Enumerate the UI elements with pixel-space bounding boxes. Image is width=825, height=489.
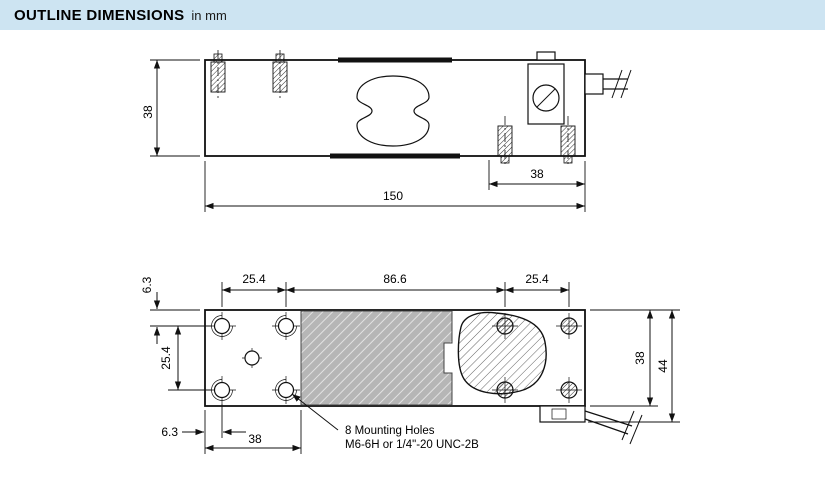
mounting-hole-4	[272, 376, 300, 404]
dim-label-right-section: 38	[530, 167, 544, 181]
dimension-bottom-offset: 6.3	[161, 404, 246, 454]
mounting-screw-6	[556, 313, 582, 339]
dim-label-body-width: 38	[633, 351, 647, 365]
dimension-overall-length: 150	[204, 161, 586, 212]
center-hatched-block	[300, 310, 453, 406]
dim-label-body-height: 38	[141, 105, 155, 119]
top-gap-slot	[338, 57, 452, 63]
dimension-top-offset: 6.3	[140, 276, 212, 344]
cable-exit-plan	[539, 405, 643, 445]
dimension-top-chain: 25.4 86.6 25.4	[221, 272, 570, 307]
mounting-hole-1	[208, 312, 236, 340]
mounting-hole-3	[208, 376, 236, 404]
screw-symbol-bottom-right-2	[560, 116, 576, 167]
bottom-view-drawing: 25.4 86.6 25.4 6.3 25.4 6.3	[140, 272, 680, 454]
dimension-side-pitch: 25.4	[159, 326, 212, 391]
dimension-overall-width: 44	[588, 310, 680, 423]
dimension-body-width: 38	[590, 309, 680, 407]
screw-symbol-top-left-2	[272, 50, 288, 100]
dim-label-right-pitch: 25.4	[525, 272, 549, 286]
flexure-area-hatched	[457, 311, 547, 395]
cable-exit-side	[584, 69, 632, 99]
unit-note: in mm	[191, 7, 227, 23]
screw-symbol-bottom-right-1	[497, 116, 513, 167]
flexure-cutout	[356, 75, 430, 147]
dim-label-overall-length: 150	[383, 189, 403, 203]
dim-label-side-pitch: 25.4	[159, 346, 173, 370]
cable-clamp-bracket	[527, 51, 565, 125]
cable-break-mark	[611, 69, 623, 99]
screw-symbol-top-left-1	[210, 50, 226, 100]
dimension-plate-width: 38	[205, 410, 302, 454]
mounting-hole-2	[272, 312, 300, 340]
center-hole	[242, 348, 262, 368]
dim-label-overall-width: 44	[656, 359, 670, 373]
note-line-1: 8 Mounting Holes	[345, 425, 435, 437]
cable-break-mark-plan	[621, 410, 635, 441]
dim-label-center-span: 86.6	[383, 272, 407, 286]
mounting-holes-note: 8 Mounting Holes M6-6H or 1/4"-20 UNC-2B	[291, 393, 479, 451]
bottom-gap-slot	[330, 153, 460, 159]
mounting-screw-5	[492, 313, 518, 339]
dimension-right-section: 38	[488, 160, 585, 190]
note-line-2: M6-6H or 1/4"-20 UNC-2B	[345, 439, 479, 451]
dim-label-bottom-offset: 6.3	[161, 425, 178, 439]
top-view-drawing: 38 38 150	[141, 50, 632, 212]
dim-label-top-offset: 6.3	[140, 276, 154, 293]
mounting-screw-8	[556, 377, 582, 403]
outline-drawing: 38 38 150	[140, 50, 680, 454]
section-header: OUTLINE DIMENSIONS in mm	[0, 0, 825, 30]
section-title: OUTLINE DIMENSIONS	[14, 6, 185, 24]
dimension-body-height: 38	[141, 59, 200, 157]
dim-label-plate-width: 38	[248, 432, 262, 446]
mounting-screw-7	[492, 377, 518, 403]
dim-label-left-pitch: 25.4	[242, 272, 266, 286]
